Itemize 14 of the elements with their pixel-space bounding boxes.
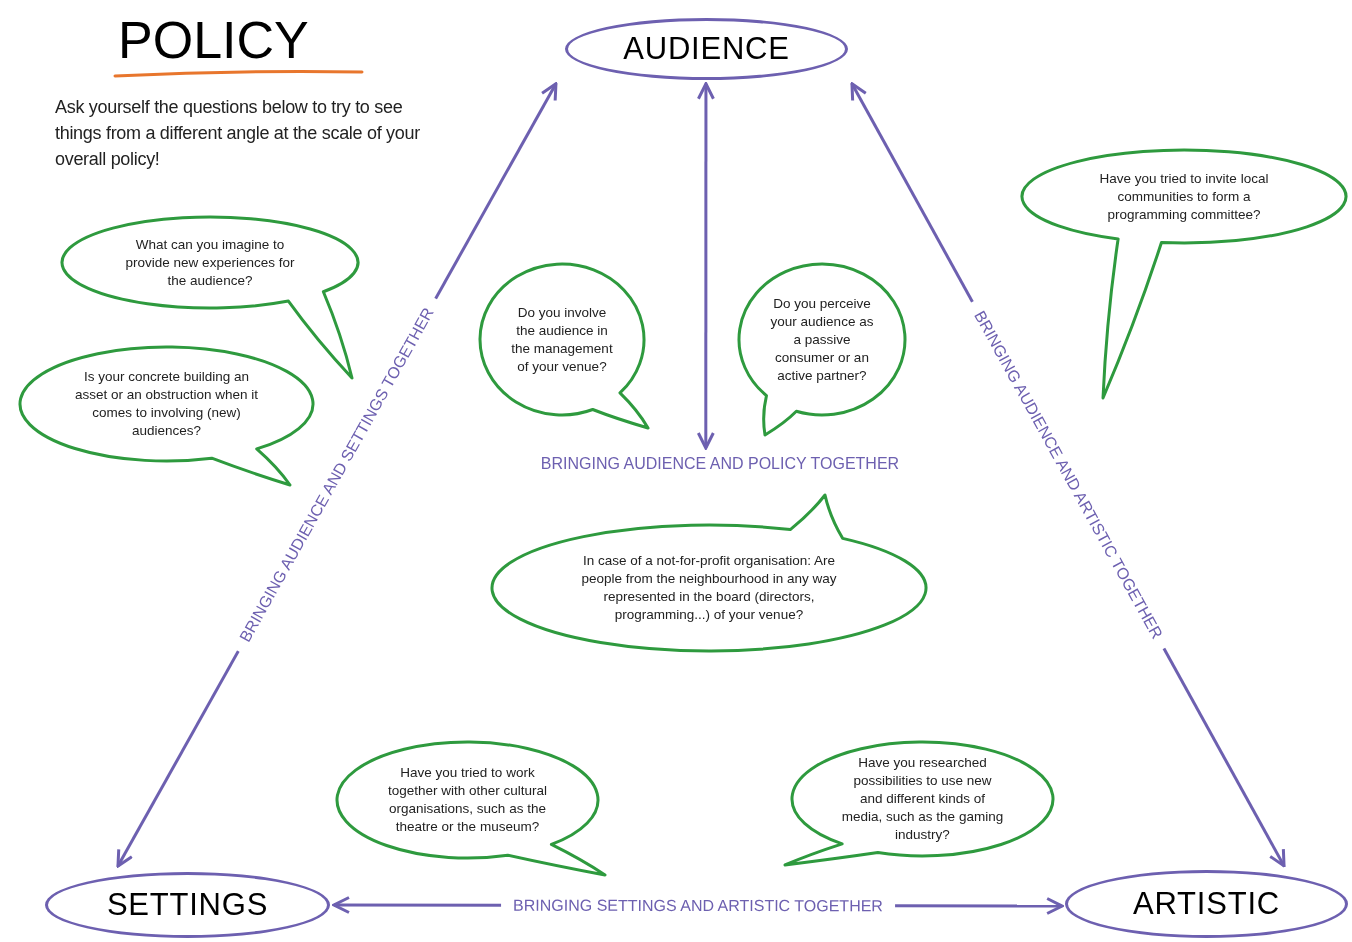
theme-label: BRINGING AUDIENCE AND POLICY TOGETHER (540, 454, 900, 474)
question-text: Have you tried to invite local communities to form a programming committee? (1098, 169, 1270, 224)
double-arrow (696, 82, 715, 450)
category-label: SETTINGS (106, 885, 269, 924)
question-text: What can you imagine to provide new experiences for the audience? (124, 235, 296, 290)
category-label: ARTISTIC (1133, 884, 1280, 923)
question-text: Have you tried to work together with other cultural organisations, such as the theatre or the museum? (386, 764, 549, 836)
intro-text: Ask yourself the questions below to try to see things from a different angle at the scale of your overall policy! (55, 96, 421, 171)
title: POLICY (118, 10, 309, 70)
category-label: AUDIENCE (623, 29, 790, 68)
question-text: Do you perceive your audience as a passive consumer or an active partner? (769, 294, 875, 385)
question-text: Have you researched possibilities to use new and different kinds of media, such as the gaming industry? (840, 754, 1005, 844)
question-text: In case of a not-for-profit organisation: Are people from the neighbourhood in any way represented in the board (directors, programming...) of your venue? (580, 552, 838, 624)
question-text: Do you involve the audience in the management of your venue? (510, 303, 614, 376)
